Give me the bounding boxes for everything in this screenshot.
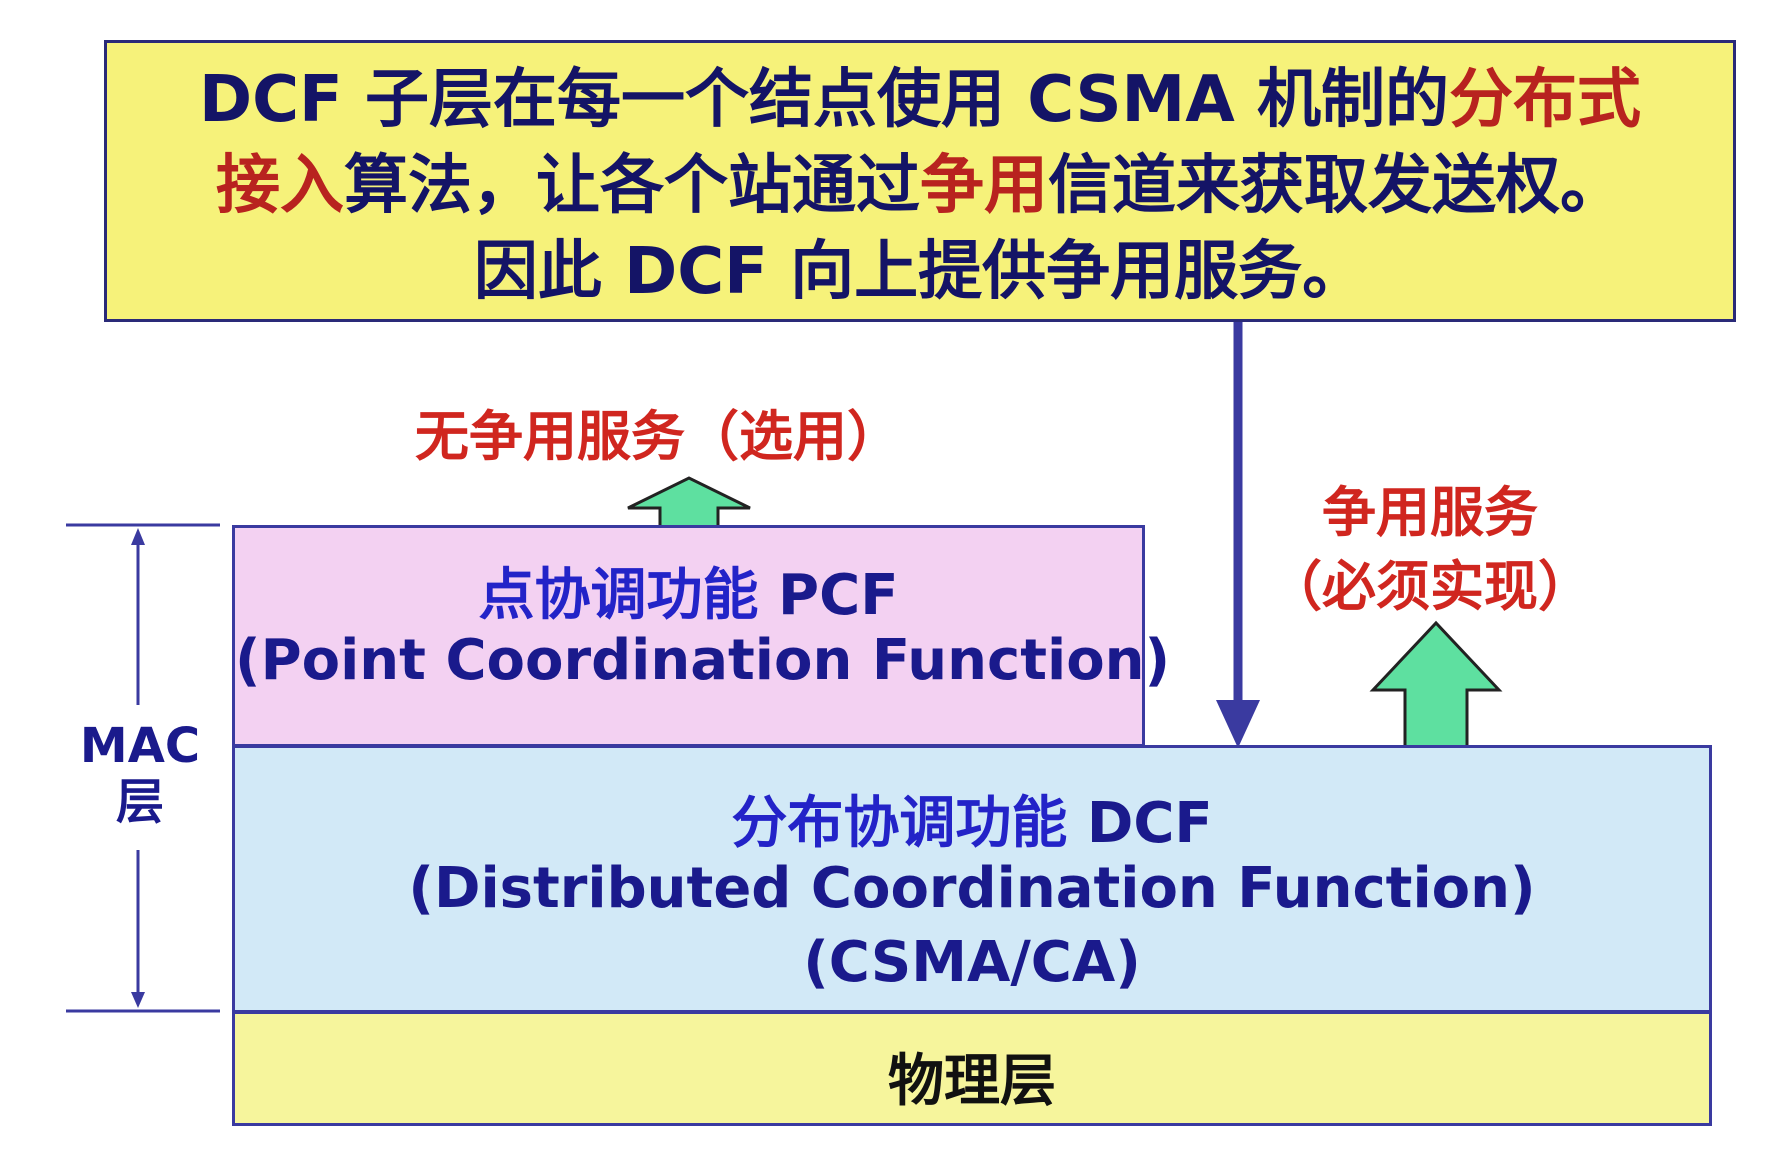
description-highlight: 争用 [920, 149, 1048, 223]
description-text: 信道来获取发送权。 [1048, 149, 1624, 223]
dcf-title-en: (Distributed Coordination Function) [408, 856, 1536, 921]
description-box: DCF 子层在每一个结点使用 CSMA 机制的分布式 接入算法，让各个站通过争用… [104, 40, 1736, 322]
dcf-service-label-line2: （必须实现） [1268, 555, 1592, 618]
dcf-box: 分布协调功能 DCF (Distributed Coordination Fun… [232, 745, 1712, 1013]
description-highlight: 接入 [216, 149, 344, 223]
down-arrow-head [1216, 700, 1260, 748]
description-highlight: 分布式 [1449, 63, 1642, 137]
description-line-2: 接入算法，让各个站通过争用信道来获取发送权。 [107, 151, 1733, 221]
dcf-title-cn: 分布协调功能 [731, 791, 1068, 856]
physical-layer-box: 物理层 [232, 1011, 1712, 1126]
pcf-box: 点协调功能 PCF (Point Coordination Function) [232, 525, 1171, 747]
dcf-title: 分布协调功能 DCF [235, 778, 1709, 859]
dcf-service-label-line1: 争用服务 [1322, 481, 1538, 544]
pcf-title: 点协调功能 PCF [235, 550, 1142, 631]
physical-layer-label: 物理层 [888, 1049, 1056, 1114]
mac-bracket-arrow-down [131, 992, 145, 1008]
dcf-title-abbr: DCF [1086, 791, 1213, 856]
mac-label: MAC 层 [70, 718, 210, 830]
description-line-3: 因此 DCF 向上提供争用服务。 [473, 235, 1367, 309]
mac-label-line2: 层 [115, 774, 164, 830]
dcf-subtitle: (CSMA/CA) [803, 930, 1141, 995]
mac-bracket-arrow-up [131, 528, 145, 545]
pcf-title-en: (Point Coordination Function) [235, 628, 1171, 693]
mac-label-line1: MAC [79, 718, 201, 774]
pcf-service-label: 无争用服务（选用） [415, 405, 901, 468]
pcf-title-abbr: PCF [778, 563, 899, 628]
description-line-1: DCF 子层在每一个结点使用 CSMA 机制的分布式 [107, 65, 1733, 135]
pcf-title-cn: 点协调功能 [478, 563, 759, 628]
description-text: DCF 子层在每一个结点使用 CSMA 机制的 [198, 63, 1450, 137]
description-text: 算法，让各个站通过 [344, 149, 920, 223]
